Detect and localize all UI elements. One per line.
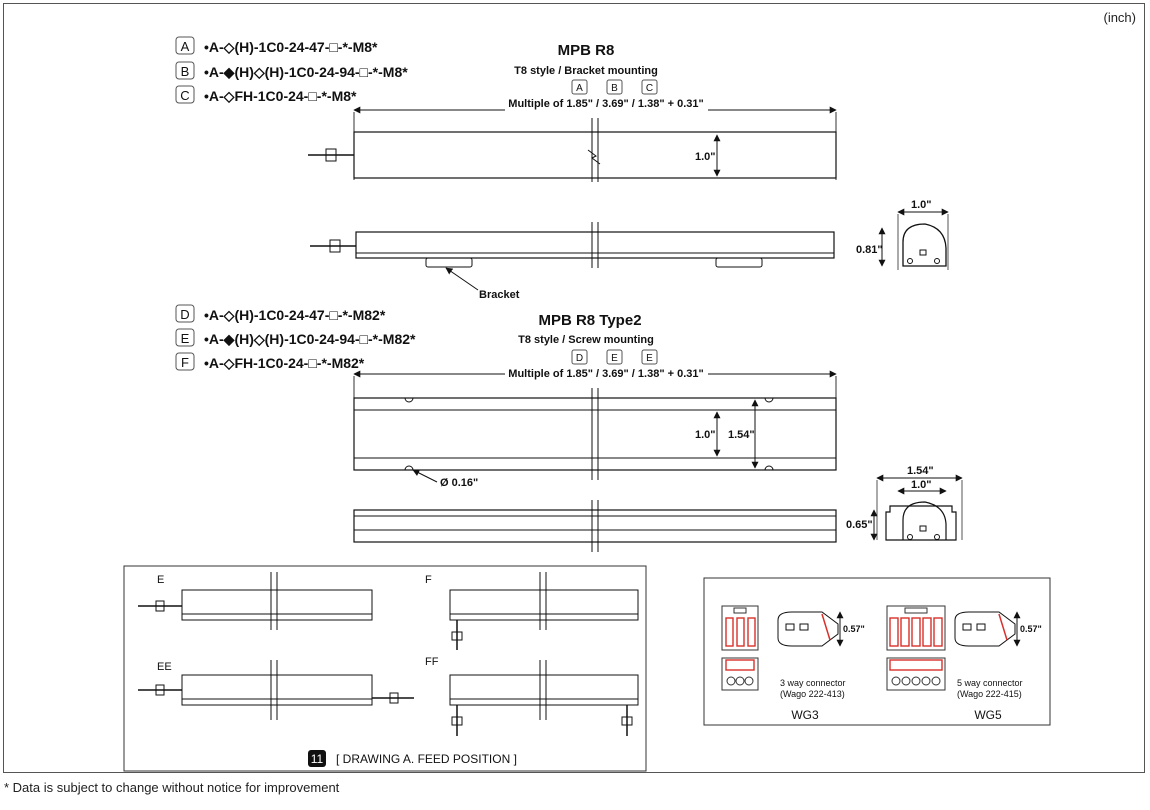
code-letter: B: [181, 64, 190, 79]
wg5-dim: 0.57": [1020, 624, 1042, 634]
height-dim2: 1.54": [728, 429, 755, 441]
height-dim: 1.0": [695, 429, 716, 441]
wg5-desc2: (Wago 222-415): [957, 689, 1022, 699]
fixture-type2-bottom: [353, 500, 837, 552]
wg3-desc2: (Wago 222-413): [780, 689, 845, 699]
feed-badge-number: 11: [311, 752, 324, 766]
end-height: 0.65": [846, 519, 873, 531]
connector-lever: [725, 659, 755, 671]
code-text: •A-◇FH-1C0-24-□-*-M82*: [204, 355, 365, 371]
end-view-1: 1.0" 0.81": [856, 199, 949, 270]
code-letter: F: [181, 355, 189, 370]
bracket-label: Bracket: [479, 289, 520, 301]
unit-label: (inch): [1103, 10, 1136, 25]
wg3-name: WG3: [791, 708, 819, 722]
height-dim: 1.0": [695, 151, 716, 163]
section1-subtitle: T8 style / Bracket mounting: [514, 65, 658, 77]
connector-lever: [889, 659, 943, 671]
fixture-bracket-view: Bracket: [310, 222, 835, 301]
wg5-desc1: 5 way connector: [957, 678, 1023, 688]
code-row-a: A •A-◇(H)-1C0-24-47-□-*-M8*: [175, 36, 378, 55]
connector-lever: [911, 617, 921, 647]
feed-position-panel: E F EE FF: [123, 565, 647, 772]
end-width-outer: 1.54": [907, 465, 934, 477]
code-text: •A-◆(H)◇(H)-1C0-24-94-□-*-M82*: [204, 331, 416, 347]
lever: [725, 617, 734, 647]
section2-multiple-label: Multiple of 1.85" / 3.69" / 1.38" + 0.31…: [508, 368, 703, 380]
code-letter: E: [181, 331, 190, 346]
section2-title: MPB R8 Type2: [538, 312, 641, 329]
feed-caption: [ DRAWING A. FEED POSITION ]: [336, 752, 517, 766]
feed-ff: [449, 660, 639, 736]
feed-badge: [308, 750, 326, 767]
code-row-f: F •A-◇FH-1C0-24-□-*-M82*: [175, 352, 365, 371]
end-width: 1.0": [911, 199, 932, 211]
wg5-name: WG5: [974, 708, 1002, 722]
end-view-2: 1.54" 1.0" 0.65": [846, 465, 963, 541]
fixture-side-view: 1.0": [308, 112, 837, 182]
code-row-e: E •A-◆(H)◇(H)-1C0-24-94-□-*-M82*: [175, 328, 416, 347]
technical-drawing: A •A-◇(H)-1C0-24-47-□-*-M8* B •A-◆(H)◇(H…: [123, 36, 1051, 772]
code-text: •A-◆(H)◇(H)-1C0-24-94-□-*-M8*: [204, 64, 408, 80]
connector-lever-mark: [821, 613, 831, 641]
feed-e: [138, 572, 373, 630]
feed-label-f: F: [425, 574, 432, 586]
section1-title: MPB R8: [558, 42, 615, 59]
code-row-b: B •A-◆(H)◇(H)-1C0-24-94-□-*-M8*: [175, 61, 408, 80]
code-text: •A-◇(H)-1C0-24-47-□-*-M82*: [204, 307, 386, 323]
code-letter: D: [180, 307, 189, 322]
connector-lever: [922, 617, 932, 647]
connector-panel: 0.57" 3 way connector (Wago 222-413) WG3: [703, 577, 1051, 726]
code-text: •A-◇(H)-1C0-24-47-□-*-M8*: [204, 39, 378, 55]
section2-multiple-letters: D E E: [571, 349, 658, 365]
hole-label: Ø 0.16": [440, 477, 478, 489]
code-row-d: D •A-◇(H)-1C0-24-47-□-*-M82*: [175, 304, 386, 323]
end-width-inner: 1.0": [911, 479, 932, 491]
wg5-connector: 0.57" 5 way connector (Wago 222-415) WG5: [886, 605, 1042, 722]
connector-lever: [900, 617, 910, 647]
connector-lever: [747, 617, 756, 647]
code-letter: A: [181, 39, 190, 54]
svg-text:E: E: [646, 353, 653, 364]
svg-text:E: E: [611, 353, 618, 364]
svg-text:C: C: [646, 83, 653, 94]
section1-multiple-letters: A B C: [571, 79, 658, 95]
section1-codes: A •A-◇(H)-1C0-24-47-□-*-M8* B •A-◆(H)◇(H…: [175, 36, 408, 104]
section2-subtitle: T8 style / Screw mounting: [518, 334, 654, 346]
drawing-frame: [3, 3, 1145, 773]
footnote: * Data is subject to change without noti…: [4, 780, 340, 795]
connector-lever: [933, 617, 943, 647]
code-row-c: C •A-◇FH-1C0-24-□-*-M8*: [175, 85, 357, 104]
connector-lever: [736, 617, 745, 647]
section2-codes: D •A-◇(H)-1C0-24-47-□-*-M82* E •A-◆(H)◇(…: [175, 304, 416, 371]
feed-label-e: E: [157, 574, 164, 586]
wg3-dim: 0.57": [843, 624, 865, 634]
feed-label-ee: EE: [157, 661, 172, 673]
fixture-type2-view: 1.0" 1.54" Ø 0.16": [353, 376, 837, 489]
feed-f: [449, 572, 639, 650]
section1-multiple-label: Multiple of 1.85" / 3.69" / 1.38" + 0.31…: [508, 98, 703, 110]
svg-text:A: A: [576, 83, 583, 94]
connector-lever-mark: [998, 613, 1008, 641]
feed-ee: [138, 660, 414, 720]
svg-text:B: B: [611, 83, 618, 94]
wg3-connector: 0.57" 3 way connector (Wago 222-413) WG3: [721, 605, 865, 722]
end-height: 0.81": [856, 244, 883, 256]
wg3-desc1: 3 way connector: [780, 678, 846, 688]
feed-label-ff: FF: [425, 656, 439, 668]
code-text: •A-◇FH-1C0-24-□-*-M8*: [204, 88, 357, 104]
connector-lever: [889, 617, 899, 647]
code-letter: C: [180, 88, 189, 103]
svg-text:D: D: [576, 353, 583, 364]
